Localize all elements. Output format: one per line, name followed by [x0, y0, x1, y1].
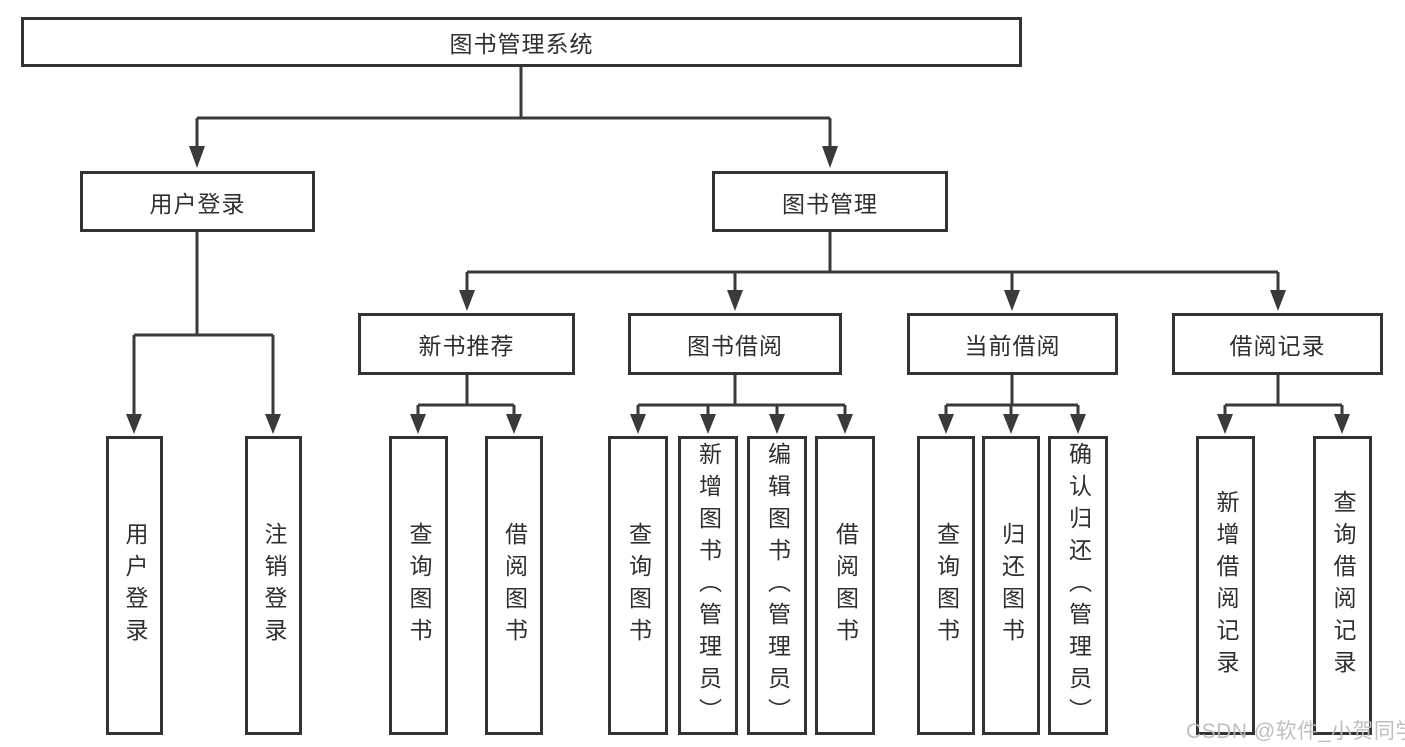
node-book-borrow: 图书借阅 — [628, 313, 842, 375]
node-user-login: 用户登录 — [80, 171, 315, 232]
node-label: 查询图书 — [406, 521, 432, 650]
node-current-borrow: 当前借阅 — [907, 313, 1118, 375]
node-label: 图书管理系统 — [449, 31, 594, 57]
node-label: 新增图书（管理员） — [695, 441, 722, 730]
node-label: 图书管理 — [782, 190, 878, 217]
node-leaf-query-book-2: 查询图书 — [608, 436, 668, 735]
node-label: 注销登录 — [261, 521, 287, 650]
node-leaf-return-book: 归还图书 — [982, 436, 1040, 735]
node-book-management: 图书管理 — [712, 171, 948, 232]
node-leaf-borrow-book-2: 借阅图书 — [815, 436, 875, 735]
node-label: 新增借阅记录 — [1213, 489, 1239, 682]
node-leaf-user-login: 用户登录 — [106, 436, 163, 735]
node-leaf-confirm-return-admin: 确认归还（管理员） — [1048, 436, 1108, 735]
node-label: 确认归还（管理员） — [1065, 441, 1092, 730]
node-label: 编辑图书（管理员） — [764, 441, 791, 730]
node-leaf-query-book-1: 查询图书 — [389, 436, 448, 735]
node-label: 当前借阅 — [964, 333, 1061, 359]
node-leaf-borrow-book-1: 借阅图书 — [485, 436, 543, 735]
node-label: 查询图书 — [933, 521, 960, 650]
node-root-system: 图书管理系统 — [21, 17, 1022, 67]
node-leaf-query-book-3: 查询图书 — [917, 436, 975, 735]
node-label: 借阅记录 — [1229, 333, 1326, 359]
node-label: 查询图书 — [625, 521, 652, 650]
node-leaf-add-book-admin: 新增图书（管理员） — [678, 436, 738, 735]
node-label: 图书借阅 — [687, 333, 783, 359]
node-new-book-recommend: 新书推荐 — [358, 313, 575, 375]
node-label: 用户登录 — [122, 521, 148, 650]
arrowhead-icons — [126, 146, 1350, 434]
node-label: 借阅图书 — [501, 521, 528, 650]
node-leaf-add-borrow-record: 新增借阅记录 — [1196, 436, 1255, 735]
node-borrow-record: 借阅记录 — [1172, 313, 1383, 375]
csdn-watermark: CSDN @软件_小贺同学 — [1186, 720, 1405, 743]
node-leaf-query-borrow-record: 查询借阅记录 — [1313, 436, 1372, 735]
node-label: 查询借阅记录 — [1330, 489, 1356, 682]
node-label: 用户登录 — [149, 190, 246, 217]
node-label: 借阅图书 — [832, 521, 859, 650]
node-label: 新书推荐 — [418, 333, 515, 359]
node-label: 归还图书 — [998, 521, 1025, 650]
node-leaf-logout: 注销登录 — [245, 436, 302, 735]
node-leaf-edit-book-admin: 编辑图书（管理员） — [747, 436, 807, 735]
